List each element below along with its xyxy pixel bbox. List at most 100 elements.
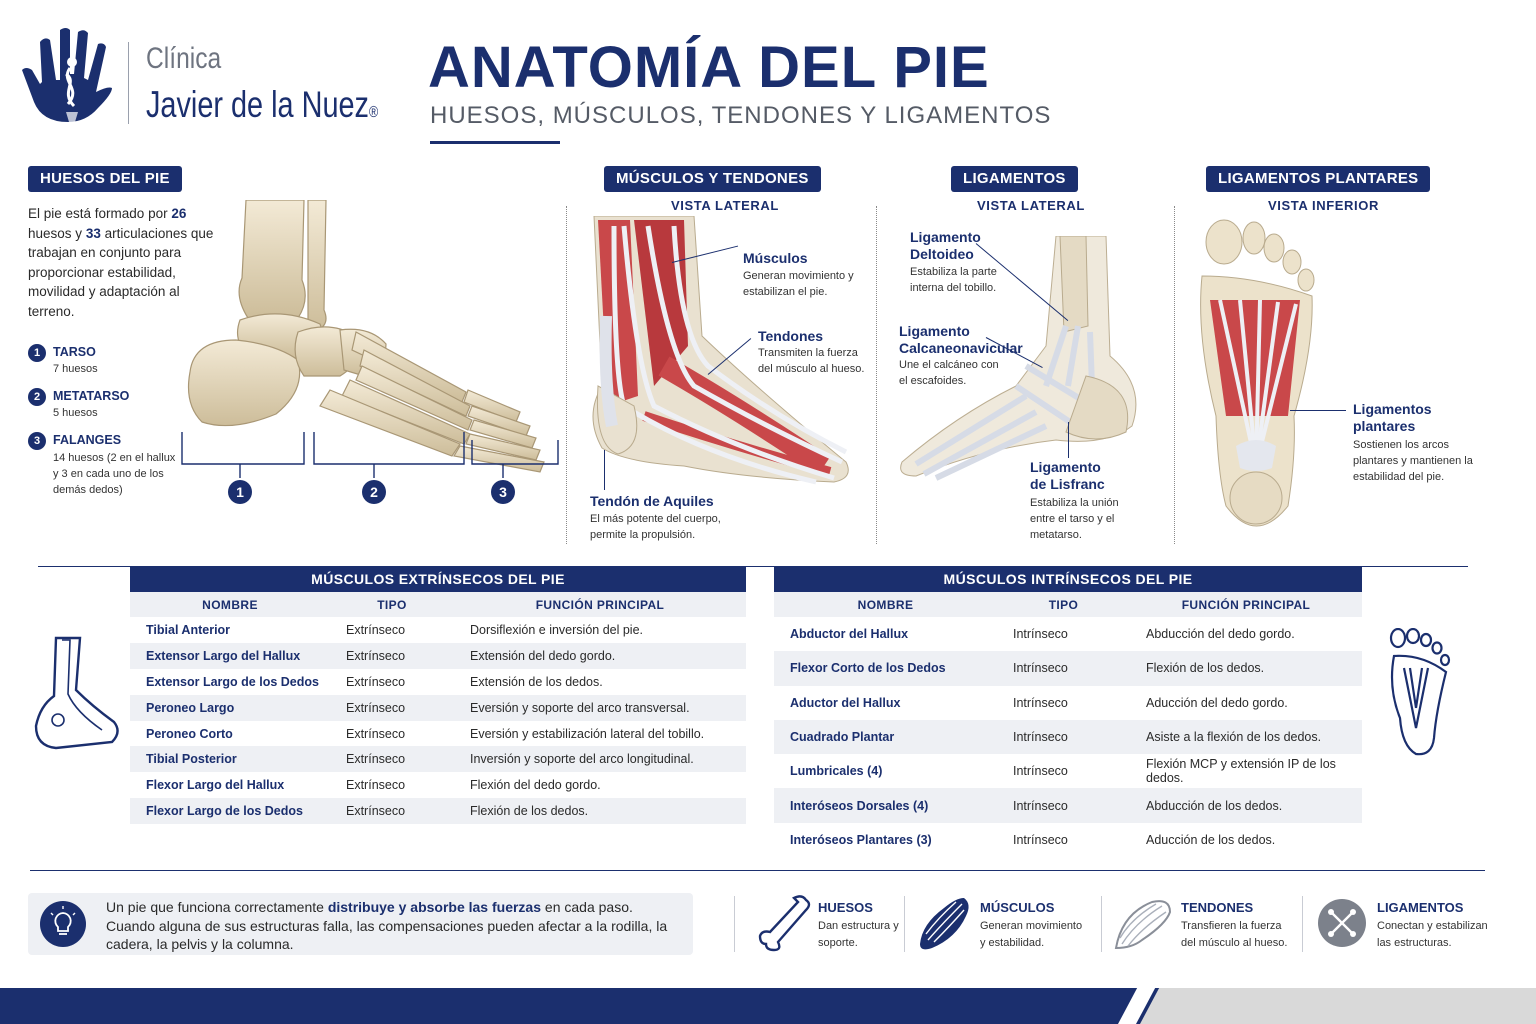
legend-desc: Transfieren la fuerza del músculo al hue… xyxy=(1181,920,1288,949)
footer-band-accent xyxy=(1140,988,1536,1024)
muscles-view-label: VISTA LATERAL xyxy=(671,198,779,213)
cell-function: Flexión del dedo gordo. xyxy=(470,778,601,793)
callout-calcaneonavicular-title: Ligamento Calcaneonavicular xyxy=(899,323,1023,356)
callout-musculos-desc: Generan movimiento y estabilizan el pie. xyxy=(743,270,854,298)
cell-name: Interóseos Plantares (3) xyxy=(790,832,932,847)
joints-count: 33 xyxy=(85,225,101,241)
cell-function: Flexión de los dedos. xyxy=(1130,651,1362,686)
foot-muscles-icon xyxy=(592,215,849,485)
foot-skeleton-icon xyxy=(181,199,559,478)
tip-pre: Un pie que funciona correctamente xyxy=(106,899,324,915)
section-rule xyxy=(38,566,1468,567)
cell-name: Aductor del Hallux xyxy=(790,695,901,710)
tip-bold: distribuye y absorbe las fuerzas xyxy=(327,899,542,915)
cell-type: Extrínseco xyxy=(330,694,454,721)
cell-type: Intrínseco xyxy=(997,719,1130,755)
divider xyxy=(1174,206,1175,544)
plantar-view-label: VISTA INFERIOR xyxy=(1268,198,1379,213)
logo-divider xyxy=(128,42,129,124)
bones-intro-mid: huesos y xyxy=(28,225,83,241)
table-title: MÚSCULOS EXTRÍNSECOS DEL PIE xyxy=(130,566,746,592)
callout-tendones-desc: Transmiten la fuerza del músculo al hues… xyxy=(758,347,865,375)
tip-post: en cada paso. Cuando alguna de sus estru… xyxy=(106,899,668,952)
cell-name: Cuadrado Plantar xyxy=(774,719,997,755)
callout-lisfranc-title: Ligamento de Lisfranc xyxy=(1030,459,1105,492)
callout-calcaneonavicular-desc: Une el calcáneo con el escafoides. xyxy=(899,359,999,387)
bone-group-number: 2 xyxy=(28,388,46,406)
cell-function: Flexión MCP y extensión IP de los dedos. xyxy=(1146,757,1336,786)
hand-logo-icon xyxy=(22,28,112,122)
cell-function: Extensión del dedo gordo. xyxy=(454,642,746,669)
ankle-outline-icon xyxy=(32,636,122,752)
cell-name: Peroneo Corto xyxy=(146,726,233,741)
cell-type: Extrínseco xyxy=(330,798,454,825)
bones-count: 26 xyxy=(171,206,187,221)
cell-type: Extrínseco xyxy=(330,746,454,773)
cell-type: Extrínseco xyxy=(346,674,406,689)
legend-title: LIGAMENTOS xyxy=(1377,900,1464,915)
cell-name: Flexor Largo de los Dedos xyxy=(130,798,330,825)
bone-group-detail: 14 huesos (2 en el hallux y 3 en cada un… xyxy=(53,452,176,496)
bones-heading: HUESOS DEL PIE xyxy=(28,166,182,192)
intrinsic-muscles-table: MÚSCULOS INTRÍNSECOS DEL PIE NOMBRE TIPO… xyxy=(774,566,1362,857)
column-header: NOMBRE xyxy=(130,592,330,617)
cell-type: Intrínseco xyxy=(997,651,1130,686)
callout-aquiles-title: Tendón de Aquiles xyxy=(590,493,714,509)
cell-type: Extrínseco xyxy=(346,778,406,793)
legend-desc: Dan estructura y soporte. xyxy=(818,920,899,949)
table-row: Flexor Largo del Hallux Extrínseco Flexión… xyxy=(130,772,746,798)
brand-line1: Clínica xyxy=(146,42,222,75)
callout-lisfranc-desc: Estabiliza la unión entre el tarso y el … xyxy=(1030,497,1119,541)
column-header: NOMBRE xyxy=(774,592,997,617)
cell-type: Intrínseco xyxy=(1013,695,1068,710)
leader-line xyxy=(1068,422,1069,458)
bone-group-name: METATARSO xyxy=(53,389,130,403)
bones-intro-pre: El pie está formado por xyxy=(28,206,168,221)
table-row: Aductor del Hallux Intrínseco Aducción del… xyxy=(774,686,1362,720)
table-title: MÚSCULOS INTRÍNSECOS DEL PIE xyxy=(774,566,1362,592)
cell-type: Intrínseco xyxy=(997,788,1130,823)
legend-divider xyxy=(1302,896,1303,952)
cell-type: Extrínseco xyxy=(346,622,406,637)
brand-name: Javier de la Nuez xyxy=(146,84,369,125)
tip-text: Un pie que funciona correctamente distri… xyxy=(106,898,681,954)
cell-name: Flexor Largo del Hallux xyxy=(146,778,285,793)
registered-mark: ® xyxy=(368,104,379,121)
legend-desc: Conectan y estabilizan las estructuras. xyxy=(1377,920,1488,949)
cell-name: Tibial Posterior xyxy=(130,746,330,773)
column-header: FUNCIÓN PRINCIPAL xyxy=(454,592,746,617)
cell-type: Intrínseco xyxy=(1013,832,1068,847)
cell-name: Lumbricales (4) xyxy=(790,764,883,779)
bracket-number-2: 2 xyxy=(362,480,386,504)
ligaments-heading: LIGAMENTOS xyxy=(951,166,1078,192)
cell-function: Extensión de los dedos. xyxy=(470,674,603,689)
cell-function: Aducción del dedo gordo. xyxy=(1146,695,1288,710)
callout-deltoideo-title: Ligamento Deltoideo xyxy=(910,229,981,262)
cell-function: Asiste a la flexión de los dedos. xyxy=(1130,719,1362,755)
cell-type: Intrínseco xyxy=(1013,627,1068,642)
callout-musculos-title: Músculos xyxy=(743,250,808,266)
ligaments-view-label: VISTA LATERAL xyxy=(977,198,1085,213)
cell-type: Extrínseco xyxy=(346,726,406,741)
legend-title: MÚSCULOS xyxy=(980,900,1055,915)
sole-outline-icon xyxy=(1388,627,1452,758)
bone-group-number: 3 xyxy=(28,432,46,450)
cell-name: Extensor Largo de los Dedos xyxy=(146,674,319,689)
cell-function: Eversión y soporte del arco transversal. xyxy=(454,694,746,721)
ligament-icon xyxy=(1318,899,1366,947)
foot-sole-icon xyxy=(1200,219,1315,527)
foot-ligaments-icon xyxy=(900,235,1137,481)
cell-function: Dorsiflexión e inversión del pie. xyxy=(470,622,644,637)
legend-divider xyxy=(1101,896,1102,952)
column-header: TIPO xyxy=(997,592,1130,617)
leader-line xyxy=(1290,410,1346,411)
legend-divider xyxy=(904,896,905,952)
